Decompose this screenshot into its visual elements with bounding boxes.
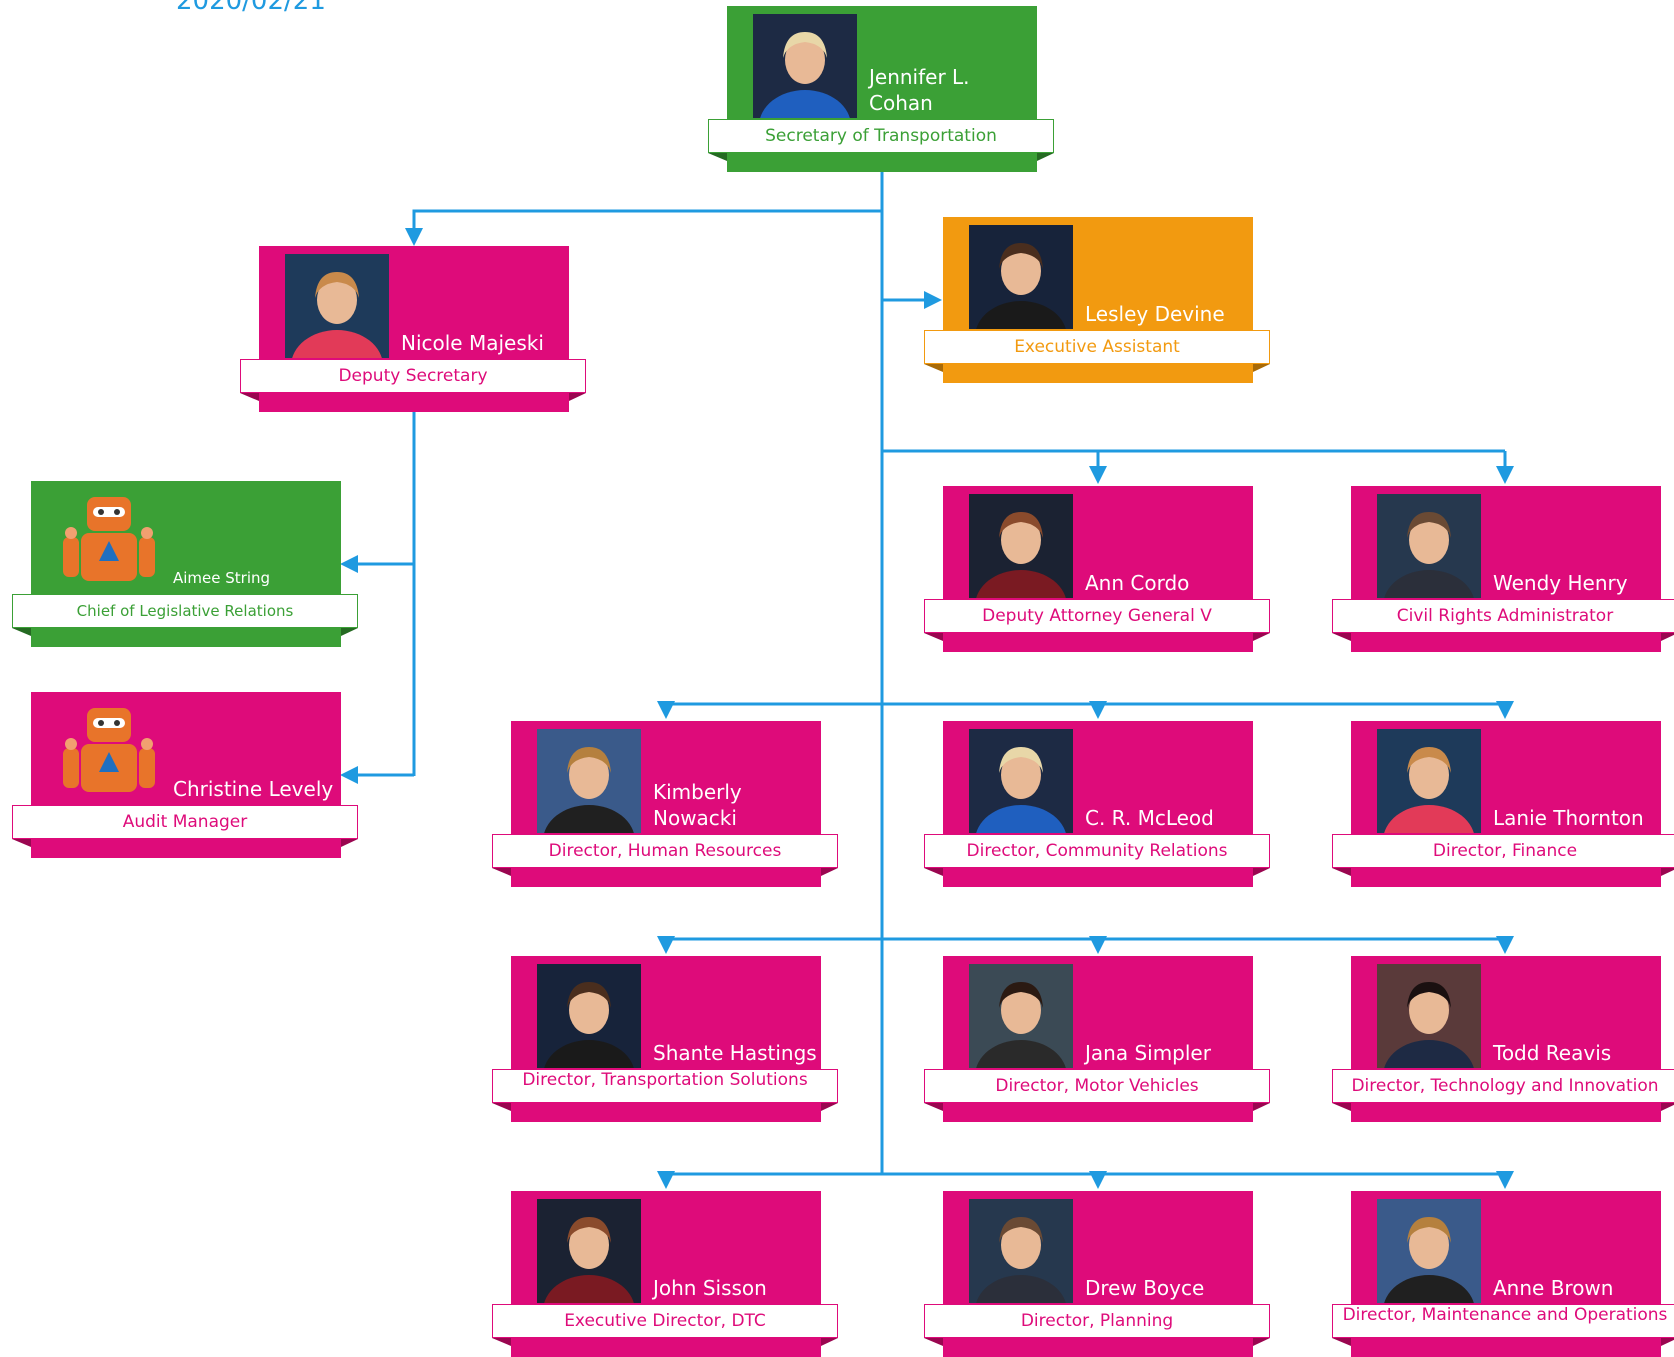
person-name: Christine Levely (173, 777, 334, 801)
person-title: Secretary of Transportation (708, 119, 1054, 153)
ribbon-fold (924, 1338, 943, 1346)
person-title: Civil Rights Administrator (1332, 599, 1674, 633)
robot-mascot-icon (57, 700, 161, 804)
ribbon-fold (1661, 1338, 1674, 1346)
ribbon-fold (821, 1338, 838, 1346)
ribbon-fold (12, 839, 31, 847)
ribbon-fold (492, 1338, 511, 1346)
person-title: Director, Planning (924, 1304, 1270, 1338)
ribbon-fold (924, 868, 943, 876)
person-photo-icon (969, 964, 1073, 1068)
person-title: Deputy Attorney General V (924, 599, 1270, 633)
ribbon-fold (924, 1103, 943, 1111)
link-majeski (405, 209, 882, 246)
person-title: Chief of Legislative Relations (12, 594, 358, 628)
ribbon-fold (1253, 633, 1270, 641)
ribbon-fold (1332, 1103, 1351, 1111)
ribbon-fold (1332, 868, 1351, 876)
ribbon-fold (1332, 1338, 1351, 1346)
person-name: Jennifer L. Cohan (869, 65, 970, 115)
ribbon-fold (708, 153, 727, 161)
person-photo-icon (753, 14, 857, 118)
person-name: Wendy Henry (1493, 571, 1628, 595)
person-title: Director, Motor Vehicles (924, 1069, 1270, 1103)
ribbon-fold (924, 364, 943, 372)
person-name: Drew Boyce (1085, 1276, 1205, 1300)
ribbon-fold (341, 628, 358, 636)
person-name: Lesley Devine (1085, 302, 1225, 326)
ribbon-fold (1037, 153, 1054, 161)
person-photo-icon (1377, 964, 1481, 1068)
person-photo-icon (1377, 729, 1481, 833)
ribbon-fold (569, 393, 586, 401)
person-photo-icon (969, 225, 1073, 329)
person-photo-icon (537, 729, 641, 833)
person-photo-icon (1377, 1199, 1481, 1303)
person-photo-icon (969, 494, 1073, 598)
ribbon-fold (1253, 1103, 1270, 1111)
person-name: Shante Hastings (653, 1041, 817, 1065)
person-name: Nicole Majeski (401, 331, 544, 355)
ribbon-fold (1253, 868, 1270, 876)
ribbon-fold (492, 1103, 511, 1111)
ribbon-fold (924, 633, 943, 641)
ribbon-fold (1332, 633, 1351, 641)
person-name: C. R. McLeod (1085, 806, 1214, 830)
ribbon-fold (240, 393, 259, 401)
robot-mascot-icon (57, 489, 161, 593)
person-title: Director, Transportation Solutions (492, 1069, 838, 1103)
person-name: Jana Simpler (1085, 1041, 1211, 1065)
person-title: Director, Community Relations (924, 834, 1270, 868)
person-title: Director, Finance (1332, 834, 1674, 868)
ribbon-fold (1253, 1338, 1270, 1346)
person-name: Aimee String (173, 569, 271, 587)
person-name: Ann Cordo (1085, 571, 1190, 595)
person-title: Director, Maintenance and Operations (1332, 1304, 1674, 1338)
person-name: Lanie Thornton (1493, 806, 1644, 830)
person-title: Executive Director, DTC (492, 1304, 838, 1338)
ribbon-fold (821, 1103, 838, 1111)
ribbon-fold (1253, 364, 1270, 372)
person-photo-icon (285, 254, 389, 358)
ribbon-fold (341, 839, 358, 847)
person-photo-icon (537, 964, 641, 1068)
person-photo-icon (1377, 494, 1481, 598)
ribbon-fold (821, 868, 838, 876)
person-title: Deputy Secretary (240, 359, 586, 393)
ribbon-fold (12, 628, 31, 636)
person-photo-icon (969, 729, 1073, 833)
ribbon-fold (1661, 868, 1674, 876)
person-photo-icon (537, 1199, 641, 1303)
person-name: Kimberly Nowacki (653, 780, 742, 830)
person-title: Director, Technology and Innovation (1332, 1069, 1674, 1103)
person-photo-icon (969, 1199, 1073, 1303)
ribbon-fold (1661, 633, 1674, 641)
person-title: Director, Human Resources (492, 834, 838, 868)
ribbon-fold (1661, 1103, 1674, 1111)
person-name: Anne Brown (1493, 1276, 1614, 1300)
ribbon-fold (492, 868, 511, 876)
person-name: Todd Reavis (1493, 1041, 1612, 1065)
person-name: John Sisson (653, 1276, 767, 1300)
chart-date: 2020/02/21 (176, 0, 326, 16)
person-title: Audit Manager (12, 805, 358, 839)
person-title: Executive Assistant (924, 330, 1270, 364)
